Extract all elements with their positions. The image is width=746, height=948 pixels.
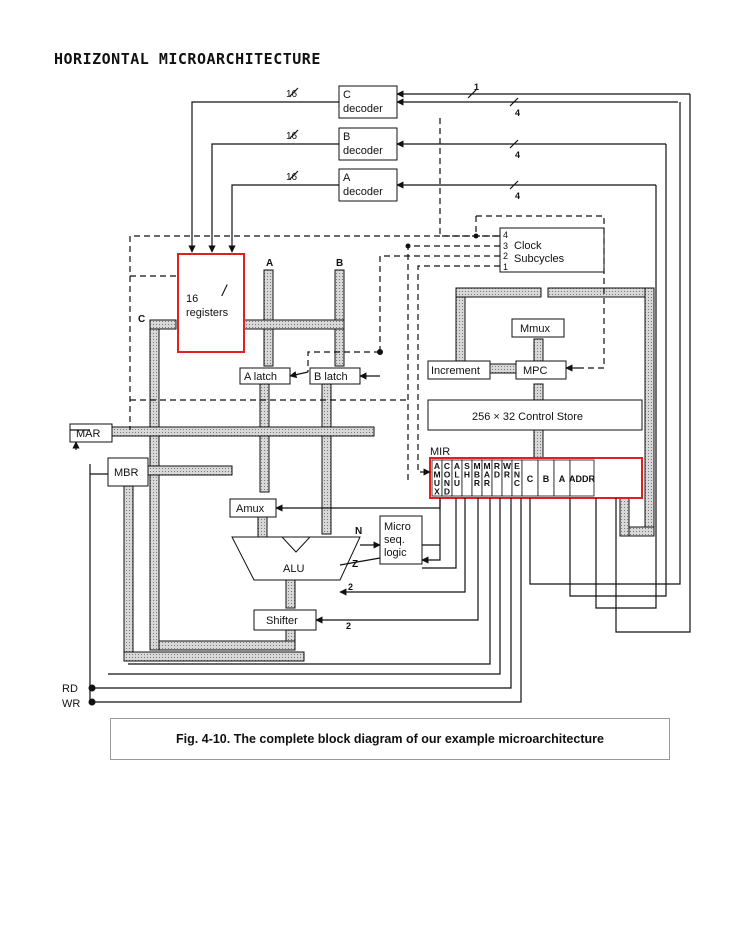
a-decoder-word: decoder xyxy=(343,186,383,198)
increment-box xyxy=(427,360,491,380)
clock-line-2: 2 xyxy=(503,251,508,261)
b-decoder-word: decoder xyxy=(343,145,383,157)
clock-line-4: 4 xyxy=(503,230,508,240)
mir-field-alu-char: L xyxy=(454,470,459,480)
mir-field-amux-char: X xyxy=(434,487,440,497)
mir-label: MIR xyxy=(430,446,450,458)
mir-field-sh-char: H xyxy=(464,470,470,480)
clock-subcycles: Subcycles xyxy=(514,253,565,265)
alu-notch xyxy=(280,536,312,553)
mpc-label: MPC xyxy=(523,365,548,377)
data-buses xyxy=(111,269,655,662)
mir-field-cond-char: N xyxy=(444,478,450,488)
decoder-lines xyxy=(188,87,690,253)
alu-flag-n: N xyxy=(355,526,362,537)
bus-c-label: C xyxy=(138,314,145,325)
mir-field-enc-char: E xyxy=(514,461,520,471)
micro-seq-line-1: Micro xyxy=(384,521,411,533)
increment-label: Increment xyxy=(431,365,480,377)
mbr-label: MBR xyxy=(114,467,139,479)
clock-box xyxy=(499,227,605,273)
micro-seq-line-2: seq. xyxy=(384,534,405,546)
alu-shape xyxy=(231,536,361,581)
width-four-a: 4 xyxy=(515,191,520,201)
mir-field-mar-char: M xyxy=(483,461,490,471)
micro-seq-box xyxy=(379,515,423,565)
c-decoder-word: decoder xyxy=(343,103,383,115)
mir-field-mbr-char: B xyxy=(474,470,480,480)
mir-field-cond-char: C xyxy=(444,461,450,471)
mir-field-mar-char: A xyxy=(484,470,490,480)
bus-width-labels: 1 4 4 4 xyxy=(474,82,520,201)
mir-field-mbr-char: M xyxy=(473,461,480,471)
shifter-width-label: 2 xyxy=(346,621,351,631)
clock-dashed-lines xyxy=(129,118,605,482)
mar-box xyxy=(69,423,113,443)
mir-field-amux-char: U xyxy=(434,478,440,488)
alu-flag-z: Z xyxy=(352,559,358,570)
mir-field-sh-char: S xyxy=(464,461,470,471)
mmux-box xyxy=(511,318,565,338)
mir-field-wr-char: R xyxy=(504,470,510,480)
mir-field-enc-char: C xyxy=(514,478,520,488)
mir-field-mar-char: R xyxy=(484,478,490,488)
shifter-label: Shifter xyxy=(266,615,298,627)
page-title: HORIZONTAL MICROARCHITECTURE xyxy=(54,50,321,68)
mir-field-rd-char: R xyxy=(494,461,500,471)
junction-dots xyxy=(88,233,479,706)
c-decoder-letter: C xyxy=(343,89,351,101)
clock-lines: 4 3 2 1 Clock Subcycles xyxy=(503,230,565,272)
control-store-box xyxy=(427,399,643,431)
mir-field-rd-char: D xyxy=(494,470,500,480)
bus-a-label: A xyxy=(266,258,273,269)
mir-field-alu-char: U xyxy=(454,478,460,488)
mir-field-a-char: A xyxy=(559,474,566,484)
alu-width-label: 2 xyxy=(348,582,353,592)
figure-caption: Fig. 4-10. The complete block diagram of… xyxy=(176,732,604,746)
mar-label: MAR xyxy=(76,428,101,440)
a-decoder-letter: A xyxy=(343,172,351,184)
mir-field-addr xyxy=(569,459,595,497)
width-four-b: 4 xyxy=(515,150,520,160)
wr-label: WR xyxy=(62,698,80,710)
a-decoder xyxy=(338,168,398,202)
registers-word: registers xyxy=(186,307,229,319)
mir-field-b-char: B xyxy=(543,474,550,484)
mir-field-cond-char: D xyxy=(444,487,450,497)
amux-label: Amux xyxy=(236,503,265,515)
a-latch-label: A latch xyxy=(244,371,277,383)
clock-line-1: 1 xyxy=(503,262,508,272)
mbr-box xyxy=(107,457,149,487)
mir-field-alu-char: A xyxy=(454,461,460,471)
width-four-c: 4 xyxy=(515,108,520,118)
mir-field-addr-char: ADDR xyxy=(569,474,595,484)
mir-field-amux-char: A xyxy=(434,461,440,471)
registers-box xyxy=(177,253,245,353)
width-one: 1 xyxy=(474,82,479,92)
mir-field-c-char: C xyxy=(527,474,534,484)
mir-field-amux-char: M xyxy=(433,470,440,480)
clock-label: Clock xyxy=(514,240,542,252)
control-store-label: 256 × 32 Control Store xyxy=(472,411,583,423)
rd-label: RD xyxy=(62,683,78,695)
mir-field-enc-char: N xyxy=(514,470,520,480)
b-latch-label: B latch xyxy=(314,371,348,383)
micro-seq-line-3: logic xyxy=(384,547,407,559)
mir-field-wr-char: W xyxy=(503,461,512,471)
clock-line-3: 3 xyxy=(503,241,508,251)
mmux-label: Mmux xyxy=(520,323,550,335)
bus-b-label: B xyxy=(336,258,343,269)
mir-field-mbr-char: R xyxy=(474,478,480,488)
control-wiring xyxy=(70,94,691,703)
figure-caption-box: Fig. 4-10. The complete block diagram of… xyxy=(110,718,670,760)
registers-mark: / xyxy=(221,283,228,300)
registers-count: 16 xyxy=(186,293,198,305)
b-decoder-letter: B xyxy=(343,131,350,143)
mir-field-cond-char: O xyxy=(444,470,451,480)
b-decoder xyxy=(338,127,398,161)
alu-label: ALU xyxy=(283,563,304,575)
